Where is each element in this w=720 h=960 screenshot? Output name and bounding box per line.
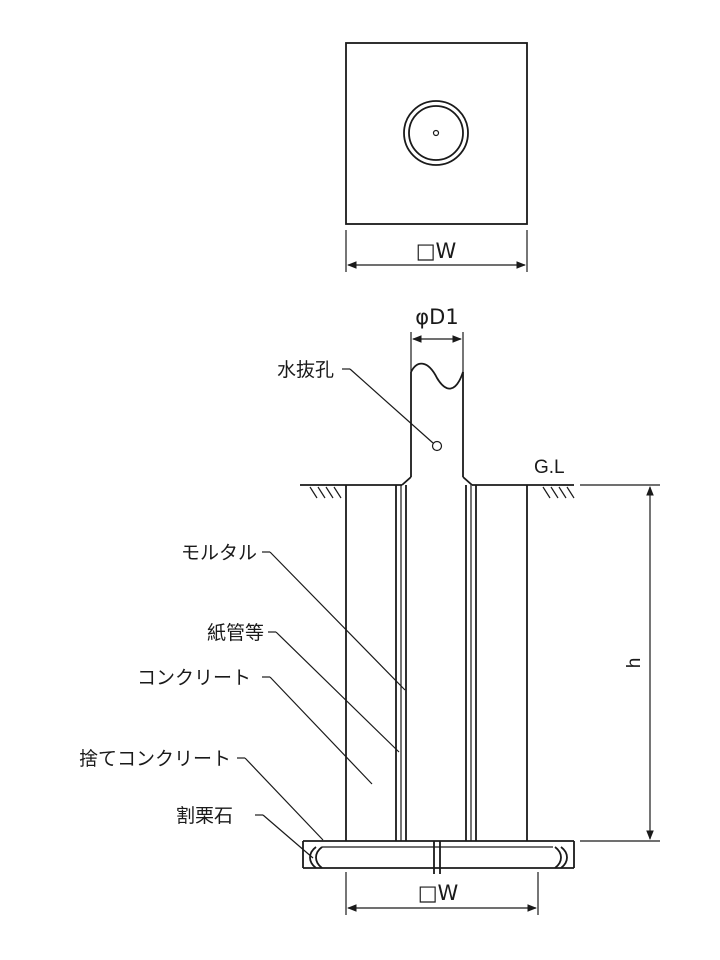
callout-crushed-stone: 割栗石 <box>176 805 233 827</box>
ground-level-label: G.L <box>534 457 565 478</box>
plan-view: □W <box>345 42 528 272</box>
callout-lean-concrete: 捨てコンクリート <box>79 748 231 770</box>
callout-drain-hole: 水抜孔 <box>277 359 334 381</box>
leader-lean-concrete <box>244 757 324 841</box>
callout-paper-tube: 紙管等 <box>207 622 264 644</box>
leader-drain-hole <box>349 368 434 444</box>
drain-hole <box>431 440 443 452</box>
ground-hatch-right <box>542 486 575 499</box>
leader-mortar <box>269 551 406 691</box>
crushed-stone-break-right <box>554 846 568 869</box>
leader-concrete <box>269 676 373 785</box>
bottom-width-label: □W <box>418 881 459 905</box>
height-label: h <box>624 658 645 669</box>
elevation-view: φD1 水抜孔 G.L <box>79 305 660 915</box>
plan-foundation-square <box>345 42 528 225</box>
crushed-stone-break-left <box>309 846 323 869</box>
post-flare-right <box>462 476 473 486</box>
ground-hatch-left <box>309 486 342 499</box>
post-break-line <box>410 362 464 390</box>
callout-concrete: コンクリート <box>137 667 251 689</box>
plan-post-outer-circle <box>403 100 469 166</box>
plan-post-inner-circle <box>408 105 464 161</box>
plan-center-point <box>432 129 440 137</box>
plan-width-label: □W <box>416 239 457 263</box>
leader-crushed-stone <box>262 814 314 859</box>
diameter-label: φD1 <box>415 305 458 329</box>
callout-mortar: モルタル <box>181 542 257 564</box>
post-flare-left <box>401 476 412 486</box>
leader-paper-tube <box>275 631 400 753</box>
